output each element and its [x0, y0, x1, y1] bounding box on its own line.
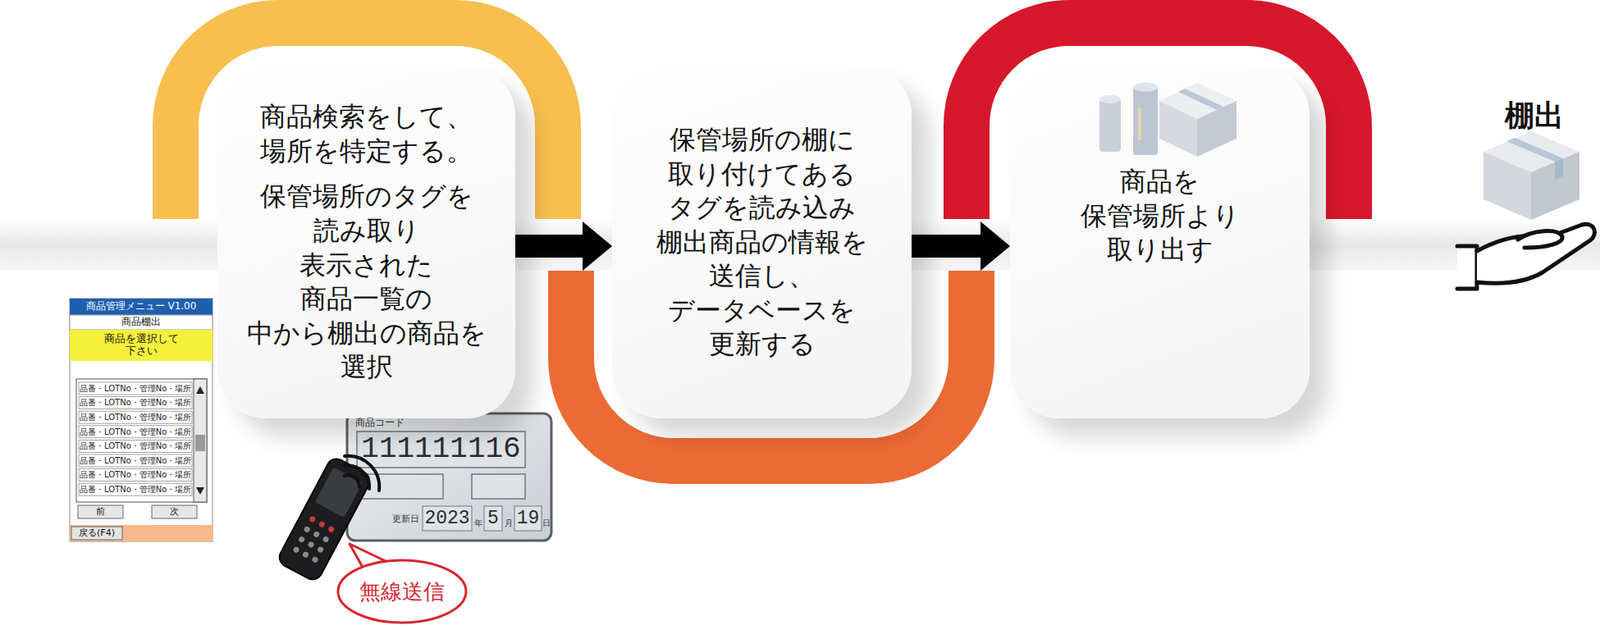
handheld-reader — [276, 455, 374, 583]
step-text: 商品検索をして、 場所を特定する。 — [227, 100, 506, 169]
list-row: 品番・LOTNo・管理No・場所 — [79, 425, 192, 439]
tag-caption: 年 — [472, 516, 485, 531]
callout-bubble: 無線送信 — [336, 558, 468, 625]
process-box: 商品を 保管場所より 取り出す — [1010, 66, 1310, 419]
screen-menu: 商品棚出 — [69, 315, 213, 330]
tag-caption: 商品コード — [355, 416, 430, 431]
list-row: 品番・LOTNo・管理No・場所 — [79, 382, 192, 395]
step-text: 商品を 保管場所より 取り出す — [1019, 164, 1300, 268]
list-row: 品番・LOTNo・管理No・場所 — [79, 411, 192, 424]
process-box: 保管場所の棚に 取り付けてある タグを読み込み 棚出商品の情報を 送信し、 デー… — [612, 66, 912, 419]
callout-text: 無線送信 — [359, 577, 445, 607]
flow-arrow — [515, 221, 613, 271]
tag-caption: 日 — [541, 516, 552, 531]
lcd-digits: 2023 — [422, 506, 472, 531]
list-row: 品番・LOTNo・管理No・場所 — [79, 397, 192, 410]
output-label: 棚出 — [1489, 96, 1580, 135]
goods-icon — [1010, 66, 1257, 174]
handed-box — [1483, 131, 1580, 220]
step-text: 保管場所の棚に 取り付けてある タグを読み込み 棚出商品の情報を 送信し、 デー… — [621, 123, 902, 362]
lcd-digits: 5 — [484, 506, 503, 531]
list-row: 品番・LOTNo・管理No・場所 — [79, 483, 192, 496]
lcd-digits: 19 — [514, 506, 542, 531]
screen-title: 商品管理メニュー V1.00 — [69, 298, 213, 316]
list-row: 品番・LOTNo・管理No・場所 — [79, 439, 192, 453]
screen-mock — [69, 298, 213, 542]
step-text: 保管場所のタグを 読み取り 表示された 商品一覧の 中から棚出の商品を 選択 — [227, 179, 506, 385]
tag-caption: 更新日 — [388, 512, 422, 527]
screen-button: 前 — [77, 505, 124, 519]
list-row: 品番・LOTNo・管理No・場所 — [79, 469, 192, 482]
hand-icon — [1457, 224, 1595, 289]
screen-button: 次 — [151, 505, 197, 519]
flow-arrow — [911, 221, 1011, 271]
process-box: 商品検索をして、 場所を特定する。保管場所のタグを 読み取り 表示された 商品一… — [217, 66, 516, 419]
screen-button: 戻る(F4) — [71, 526, 123, 540]
lcd-digits: 111111116 — [356, 431, 526, 468]
screen-prompt: 商品を選択して 下さい — [69, 329, 213, 362]
tag-caption: 月 — [502, 516, 515, 531]
list-row: 品番・LOTNo・管理No・場所 — [79, 454, 192, 467]
